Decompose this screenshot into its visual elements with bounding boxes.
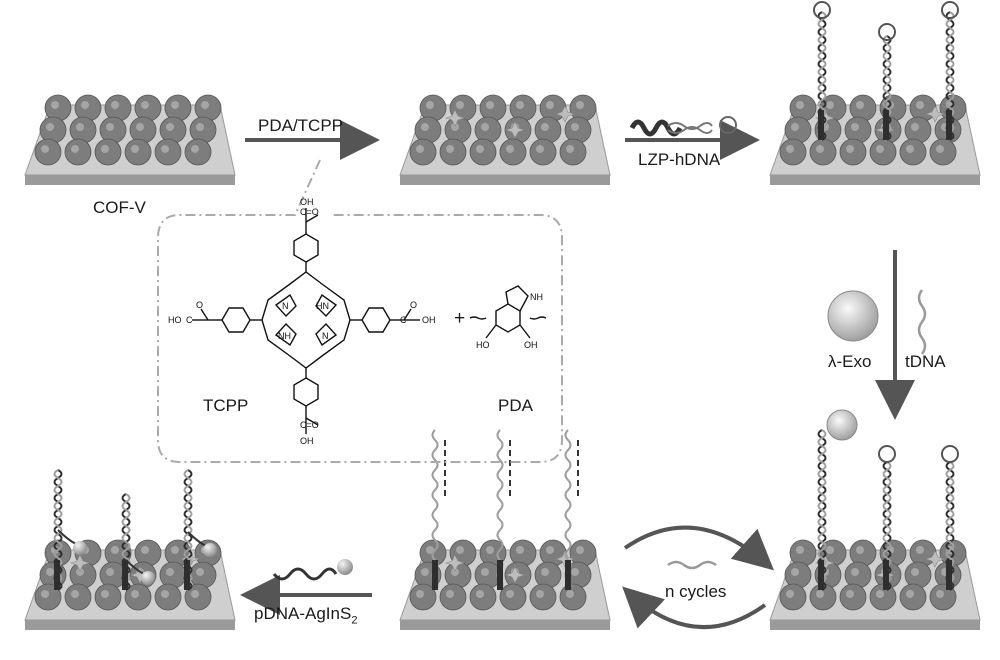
exo-bound-sphere: [826, 409, 858, 441]
platform-final: [24, 539, 236, 630]
lzp-hdna-label: LZP-hDNA: [638, 150, 721, 169]
dna-hairpin: [813, 1, 831, 141]
lambda-exo-icon: [827, 290, 879, 342]
cycle-arrow-top: [623, 525, 774, 571]
tcpp-n-top-left: N: [282, 301, 289, 311]
tdna-icon: [917, 289, 927, 355]
tcpp-bottom-oh: OH: [300, 436, 314, 446]
dna-hairpin: [121, 493, 131, 591]
single-strand: [564, 429, 579, 591]
single-strand: [496, 429, 511, 591]
pda-nh: NH: [530, 292, 543, 302]
tcpp-n-bottom-right: N: [322, 331, 329, 341]
dna-hairpin: [878, 23, 896, 141]
tdna-label: tDNA: [905, 352, 946, 371]
tcpp-left-ho: HO: [168, 315, 182, 325]
cycle-arrow-bottom: [622, 586, 767, 630]
tcpp-right-o: O: [410, 300, 418, 310]
tcpp-left-c: C: [186, 315, 193, 325]
tcpp-structure: [192, 208, 420, 434]
tcpp-right-oh: OH: [422, 315, 436, 325]
pda-ho-left: HO: [476, 340, 490, 350]
platform-cof-v: [24, 94, 236, 185]
agins2-probe: [125, 559, 155, 585]
agins2-probe: [187, 531, 217, 557]
cycle-tdna-icon: [667, 560, 717, 570]
platform-cycle: [399, 539, 611, 630]
dna-hairpin: [817, 429, 827, 591]
pda-tcpp-label: PDA/TCPP: [258, 116, 344, 135]
cof-label: COF-V: [93, 198, 146, 217]
n-cycles-label: n cycles: [665, 582, 727, 601]
tcpp-right-c: C: [400, 315, 407, 325]
agins2-probe: [57, 529, 87, 555]
tcpp-left-o: O: [196, 300, 204, 310]
dna-hairpin: [183, 469, 193, 591]
pda-oh-right: OH: [524, 340, 538, 350]
plus-sign: +: [454, 308, 466, 329]
pdna-agins2-label: pDNA-AgInS2: [254, 604, 358, 627]
pda-label: PDA: [498, 396, 533, 415]
tcpp-bottom-carbonyl: C=O: [300, 420, 319, 430]
lzp-hdna-icon: [629, 116, 737, 137]
tcpp-top-carbonyl: C=O: [300, 207, 319, 217]
dna-hairpin: [941, 445, 959, 591]
inset-outline: [157, 159, 563, 463]
platform-pda-tcpp: [399, 94, 611, 185]
tcpp-nh: NH: [278, 331, 291, 341]
tcpp-hn: HN: [316, 301, 329, 311]
tcpp-label: TCPP: [203, 396, 249, 415]
pda-structure: [469, 285, 547, 339]
dna-hairpin: [53, 469, 63, 591]
dna-hairpin: [941, 1, 959, 141]
dna-hairpin: [878, 445, 896, 591]
tcpp-top-oh: OH: [300, 197, 314, 207]
pdna-agins2-icon: [272, 559, 353, 581]
single-strand: [431, 429, 446, 591]
lambda-exo-label: λ-Exo: [828, 352, 872, 371]
